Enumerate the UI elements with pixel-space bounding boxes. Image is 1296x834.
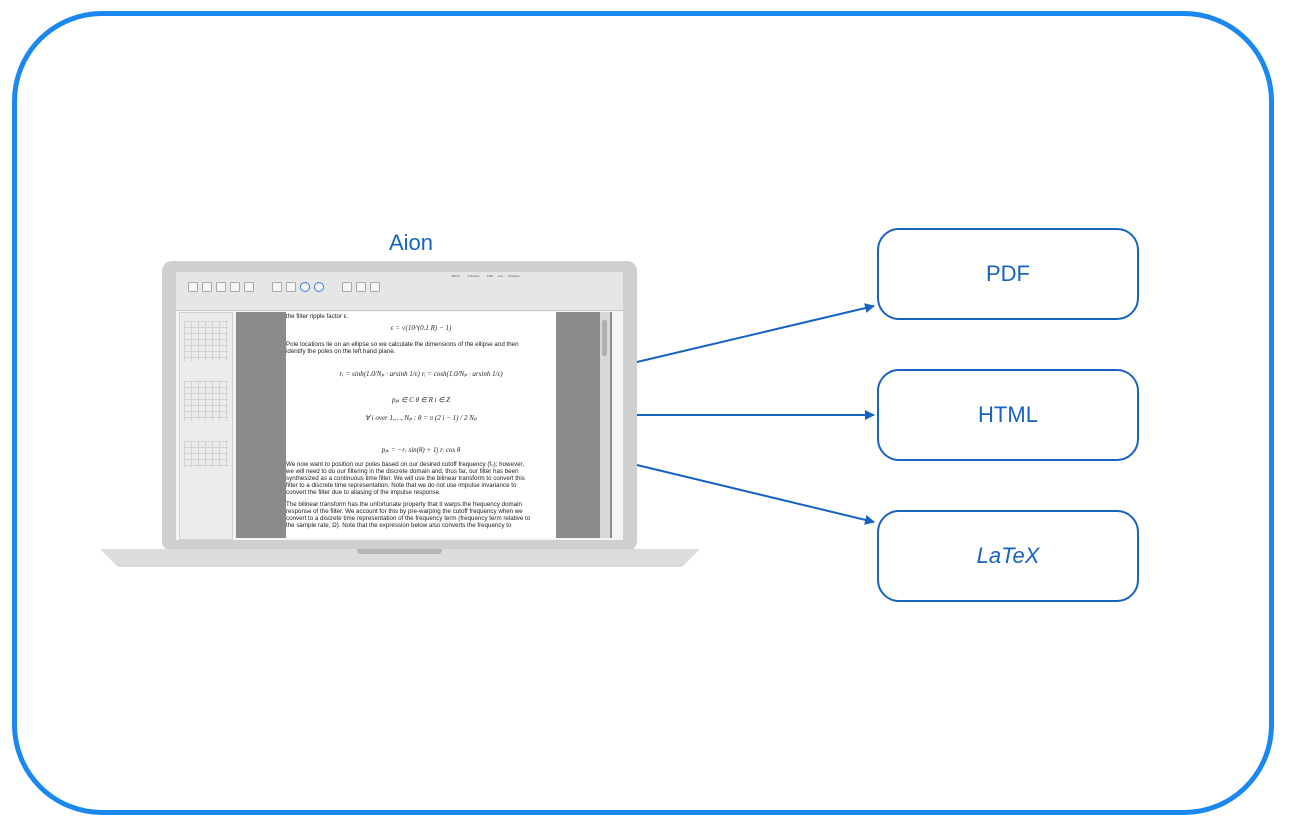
doc-equation: rᵣ = sinh(1.0/Nₚ · arsinh 1/ε) rᵢ = cosh… (339, 370, 503, 378)
symbol-grid (184, 321, 228, 361)
laptop-base (100, 549, 700, 567)
doc-equation: ∀ i over 1,…, Nₚ : θ = π (2 i − 1) / 2 N… (365, 414, 477, 422)
ribbon-tab: Path (487, 274, 494, 278)
app-toolbar: Block Function Path List Operator (176, 272, 623, 311)
toolbar-button (300, 282, 310, 292)
doc-line: response of the filter. We account for t… (286, 508, 523, 515)
ribbon-tab: List (498, 274, 503, 278)
document-page: the filter ripple factor ε. ε = √(10^(0.… (286, 312, 556, 538)
toolbar-button (370, 282, 380, 292)
symbol-grid (184, 381, 228, 421)
doc-line: filter to a discrete time representation… (286, 482, 517, 489)
symbol-grid (184, 441, 228, 467)
output-label: LaTeX (976, 543, 1040, 568)
toolbar-button (244, 282, 254, 292)
side-panel (179, 312, 233, 540)
scrollbar-thumb (602, 320, 607, 356)
toolbar-button (188, 282, 198, 292)
doc-line: the sample rate, Ω). Note that the expre… (286, 522, 512, 529)
arrow-to-pdf (636, 303, 875, 363)
doc-equation: pₚᵢ ∈ C θ ∈ R i ∈ Z (391, 396, 451, 404)
toolbar-button (272, 282, 282, 292)
laptop-notch (357, 549, 442, 554)
diagram-frame (12, 11, 1274, 815)
ribbon-tab: Operator (508, 274, 520, 278)
toolbar-button (216, 282, 226, 292)
ribbon-tab: Function (468, 274, 480, 278)
doc-equation: pₚᵢ = −rᵣ sin(θ) + 1j rᵢ cos θ (381, 446, 461, 454)
doc-line: we will need to do our filtering in the … (286, 468, 519, 475)
doc-line: identify the poles on the left hand plan… (286, 348, 396, 355)
document-scrollbar (600, 312, 610, 538)
laptop-screen: Block Function Path List Operator the fi… (176, 272, 623, 540)
output-label: HTML (978, 402, 1038, 427)
doc-line: the filter ripple factor ε. (286, 313, 349, 320)
output-box-html: HTML (877, 369, 1139, 461)
doc-line: The bilinear transform has the unfortuna… (286, 501, 522, 508)
ribbon-tab: Block (452, 274, 460, 278)
toolbar-button (286, 282, 296, 292)
source-label: Aion (388, 230, 434, 255)
output-label: PDF (986, 261, 1030, 286)
toolbar-button (314, 282, 324, 292)
arrow-to-latex (636, 464, 875, 525)
toolbar-button (356, 282, 366, 292)
toolbar-button (230, 282, 240, 292)
doc-line: Pole locations lie on an ellipse so we c… (286, 341, 519, 348)
doc-equation: ε = √(10^(0.1 R) − 1) (390, 324, 452, 332)
document-area: the filter ripple factor ε. ε = √(10^(0.… (236, 312, 612, 538)
doc-line: We now want to position our poles based … (286, 461, 524, 468)
doc-line: convert the filter due to aliasing of th… (286, 489, 441, 496)
toolbar-button (202, 282, 212, 292)
toolbar-button (342, 282, 352, 292)
output-box-latex: LaTeX (877, 510, 1139, 602)
doc-line: synthesized as a continuous time filter.… (286, 475, 525, 482)
doc-line: convert to a discrete time representatio… (286, 515, 531, 522)
output-box-pdf: PDF (877, 228, 1139, 320)
